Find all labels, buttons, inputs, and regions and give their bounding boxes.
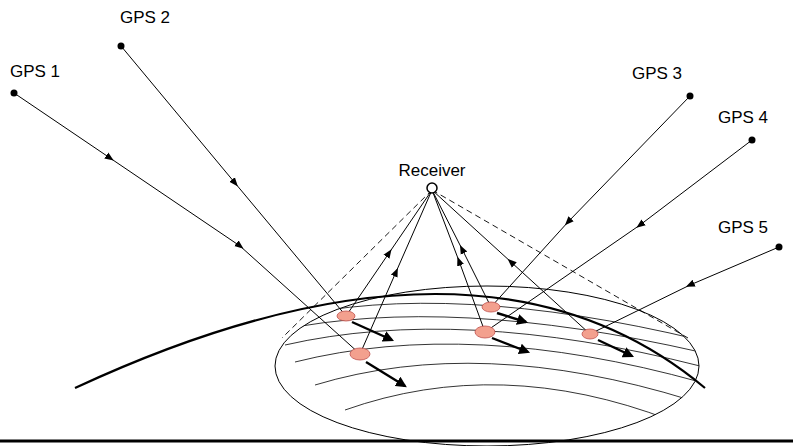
reflected-signals	[346, 190, 590, 354]
satellite-dot	[11, 90, 18, 97]
incident-ray	[491, 96, 690, 307]
satellite-label: GPS 4	[718, 108, 768, 128]
satellite-dot	[776, 244, 783, 251]
view-edge	[282, 190, 432, 338]
scatter-arrow	[352, 322, 392, 340]
satellite-dot	[118, 43, 125, 50]
incident-ray	[590, 247, 779, 334]
view-edge	[432, 190, 688, 338]
specular-point	[482, 302, 500, 312]
reflected-ray	[432, 190, 491, 307]
satellite-label: GPS 3	[632, 64, 682, 84]
glistening-zone	[275, 286, 699, 446]
scatter-arrows	[352, 313, 632, 386]
receiver-symbol	[427, 183, 437, 193]
satellite-dot	[749, 137, 756, 144]
contour-line	[295, 344, 700, 382]
incident-ray	[121, 46, 346, 316]
reflected-ray	[432, 190, 590, 334]
scatter-arrow	[497, 313, 526, 322]
specular-point	[475, 326, 495, 338]
incident-ray	[485, 140, 752, 332]
contour-line	[345, 385, 670, 420]
satellite-label: GPS 2	[120, 8, 170, 28]
receiver-label: Receiver	[398, 161, 465, 181]
scatter-arrow	[366, 362, 405, 386]
specular-points	[337, 302, 598, 360]
incident-ray	[14, 93, 360, 354]
specular-point	[337, 311, 355, 321]
earth-surface	[75, 294, 705, 388]
satellites	[11, 43, 783, 251]
contour-line	[315, 363, 690, 400]
specular-point	[582, 329, 598, 339]
reflected-ray	[432, 190, 485, 332]
delay-contours	[280, 303, 700, 420]
satellite-label: GPS 5	[718, 218, 768, 238]
incident-signals	[14, 46, 779, 354]
satellite-dot	[687, 93, 694, 100]
specular-point	[350, 348, 370, 360]
scatter-arrow	[492, 338, 528, 352]
bottom-rule	[0, 440, 793, 443]
satellite-label: GPS 1	[10, 62, 60, 82]
reflected-ray	[346, 190, 432, 316]
scatter-arrow	[598, 340, 632, 356]
